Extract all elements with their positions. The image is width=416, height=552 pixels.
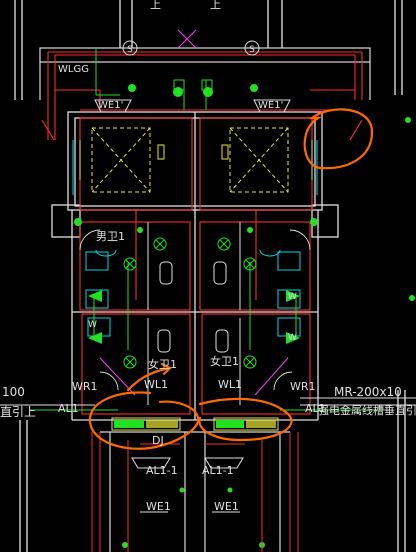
label-womens-toilet-left: 女卫1 xyxy=(148,357,177,371)
label-we1-prime-left: WE1' xyxy=(98,100,123,111)
label-we1-right: WE1 xyxy=(214,500,239,513)
orange-annotations xyxy=(88,108,374,450)
labels: 上 上 WLGG WE1' WE1' 男卫1 女卫1 女卫1 W W W WR1… xyxy=(0,0,416,513)
elevator-buttons xyxy=(79,140,313,180)
green-wiring xyxy=(30,48,390,411)
switch-label-right: S xyxy=(249,45,255,55)
door-arcs xyxy=(79,229,311,391)
label-wl1-left: WL1 xyxy=(144,378,168,391)
label-al1-1-left: AL1-1 xyxy=(146,464,178,477)
label-al1-1-right: AL1-1 xyxy=(202,464,234,477)
red-wiring-top xyxy=(41,51,363,141)
building-outline xyxy=(51,111,339,421)
outer-walls xyxy=(14,0,406,552)
label-we1-left: WE1 xyxy=(146,500,171,513)
lower-red-wiring xyxy=(91,432,299,552)
annotation-arrow xyxy=(126,366,172,392)
light-fixtures xyxy=(123,79,257,369)
top-ledge xyxy=(39,47,371,100)
emergency-light-fixtures xyxy=(94,99,291,113)
cyan-fixtures xyxy=(72,140,318,337)
annotation-loop-right xyxy=(198,397,293,442)
label-we1-prime-right: WE1' xyxy=(258,100,283,111)
switch-label-left: S xyxy=(127,45,133,55)
label-w-left-1: W xyxy=(88,320,97,330)
label-left-100: 100 xyxy=(2,385,25,399)
label-wlgg: WLGG xyxy=(58,64,89,75)
annotation-circle-right xyxy=(303,108,374,170)
label-dj: DJ xyxy=(152,434,164,447)
label-wr1-right: WR1 xyxy=(290,380,316,393)
label-al1-left: AL1 xyxy=(58,402,79,415)
label-w-right-1: W xyxy=(288,292,297,302)
annotation-leaders xyxy=(0,397,416,406)
elevator-shafts xyxy=(91,127,289,193)
label-mens-toilet: 男卫1 xyxy=(96,230,125,243)
label-al1-right: AL1 xyxy=(305,402,326,415)
switch-marker-left xyxy=(122,40,138,56)
label-womens-toilet-right: 女卫1 xyxy=(210,354,239,368)
distribution-panels xyxy=(111,417,279,431)
label-wr1-left: WR1 xyxy=(72,380,98,393)
label-w-right-2: W xyxy=(288,333,297,343)
switch-marker-right xyxy=(244,40,260,56)
toilet-stalls xyxy=(147,222,241,405)
label-right-desc: 强电金属线槽垂直引 xyxy=(318,403,416,417)
annotation-loop-left xyxy=(88,391,200,450)
lower-light-fixtures xyxy=(131,457,244,513)
label-left-vertical: 直引上 xyxy=(0,405,36,419)
lower-corridor xyxy=(100,431,290,552)
switch-markers xyxy=(122,40,260,56)
label-wl1-right: WL1 xyxy=(218,378,242,391)
label-top-left: 上 xyxy=(150,0,161,11)
label-right-mr: MR-200x10 xyxy=(334,385,402,399)
label-top-right: 上 xyxy=(210,0,221,11)
